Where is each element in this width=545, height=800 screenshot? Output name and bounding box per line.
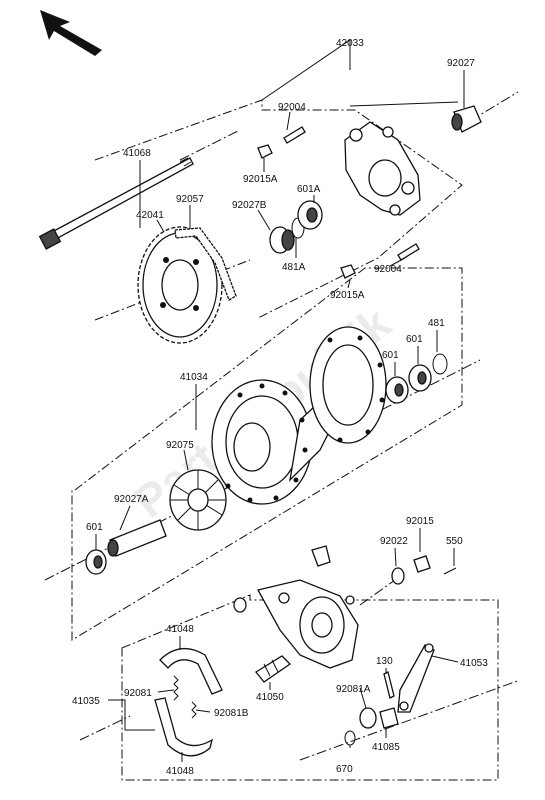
label-41053: 41053 [460,658,488,669]
label-92004-top: 92004 [278,102,306,113]
label-92075: 92075 [166,440,194,451]
label-42033: 42033 [336,38,364,49]
coupling-42033 [344,121,421,216]
label-41048-top: 41048 [166,624,194,635]
circlip-481 [432,353,448,375]
chain-92057 [174,227,237,301]
label-601-left: 601 [86,522,103,533]
label-92081B: 92081B [214,708,249,719]
spring-92081A [359,707,377,729]
collar-92027B [269,226,295,254]
label-41034: 41034 [180,372,208,383]
bolt-130 [383,671,395,699]
lever-41053 [397,643,435,713]
label-41048-bottom: 41048 [166,766,194,777]
collar-92027 [451,105,482,133]
spring-92081 [173,675,179,701]
cam-41050 [255,655,292,683]
sprocket-42041 [137,226,223,344]
axle-41068 [38,157,194,250]
spring-92081B [191,701,197,719]
nut-92015A-top [257,144,273,159]
label-92015A-bottom: 92015A [330,290,365,301]
group-outline-hub [71,267,463,641]
label-92027: 92027 [447,58,475,69]
label-130: 130 [376,656,393,667]
oring-670 [344,730,356,746]
direction-arrow-icon [40,10,102,56]
cotter-pin-550 [443,567,457,575]
label-601A: 601A [297,184,321,195]
label-550: 550 [446,536,463,547]
bearing-601-left [85,549,107,575]
stud-92004-top [283,126,306,144]
nut-92015A-bottom [340,264,356,279]
label-41035: 41035 [72,696,100,707]
leader-lines [95,70,465,762]
washer-small [233,597,247,613]
bearing-601-right-outer [408,364,432,392]
label-41050: 41050 [256,692,284,703]
label-92022: 92022 [380,536,408,547]
group-outline-brake [121,594,499,781]
bolt-top-brake [311,545,331,567]
label-92027B: 92027B [232,200,267,211]
label-601-right-inner: 601 [382,350,399,361]
label-42041: 42041 [136,210,164,221]
label-92081: 92081 [124,688,152,699]
brake-panel [257,579,359,669]
indicator-41085 [379,707,399,729]
label-92057: 92057 [176,194,204,205]
label-41085: 41085 [372,742,400,753]
bearing-601-right-inner [385,376,409,404]
label-481: 481 [428,318,445,329]
damper-92075 [169,469,227,531]
label-92081A: 92081A [336,684,371,695]
label-481A: 481A [282,262,306,273]
label-92015: 92015 [406,516,434,527]
label-601-right-outer: 601 [406,334,423,345]
hub-41034 [211,326,387,505]
label-92027A: 92027A [114,494,149,505]
label-670: 670 [336,764,353,775]
brake-shoe-41048-bottom [154,697,214,757]
label-92015A-top: 92015A [243,174,278,185]
label-41068: 41068 [123,148,151,159]
bearing-601A [297,200,323,230]
washer-92022 [391,567,405,585]
label-92004-bottom: 92004 [374,264,402,275]
stud-92004-bottom [397,243,420,261]
sleeve-92027A [107,519,167,557]
brake-shoe-41048-top [159,648,223,695]
nut-92015 [413,555,431,573]
